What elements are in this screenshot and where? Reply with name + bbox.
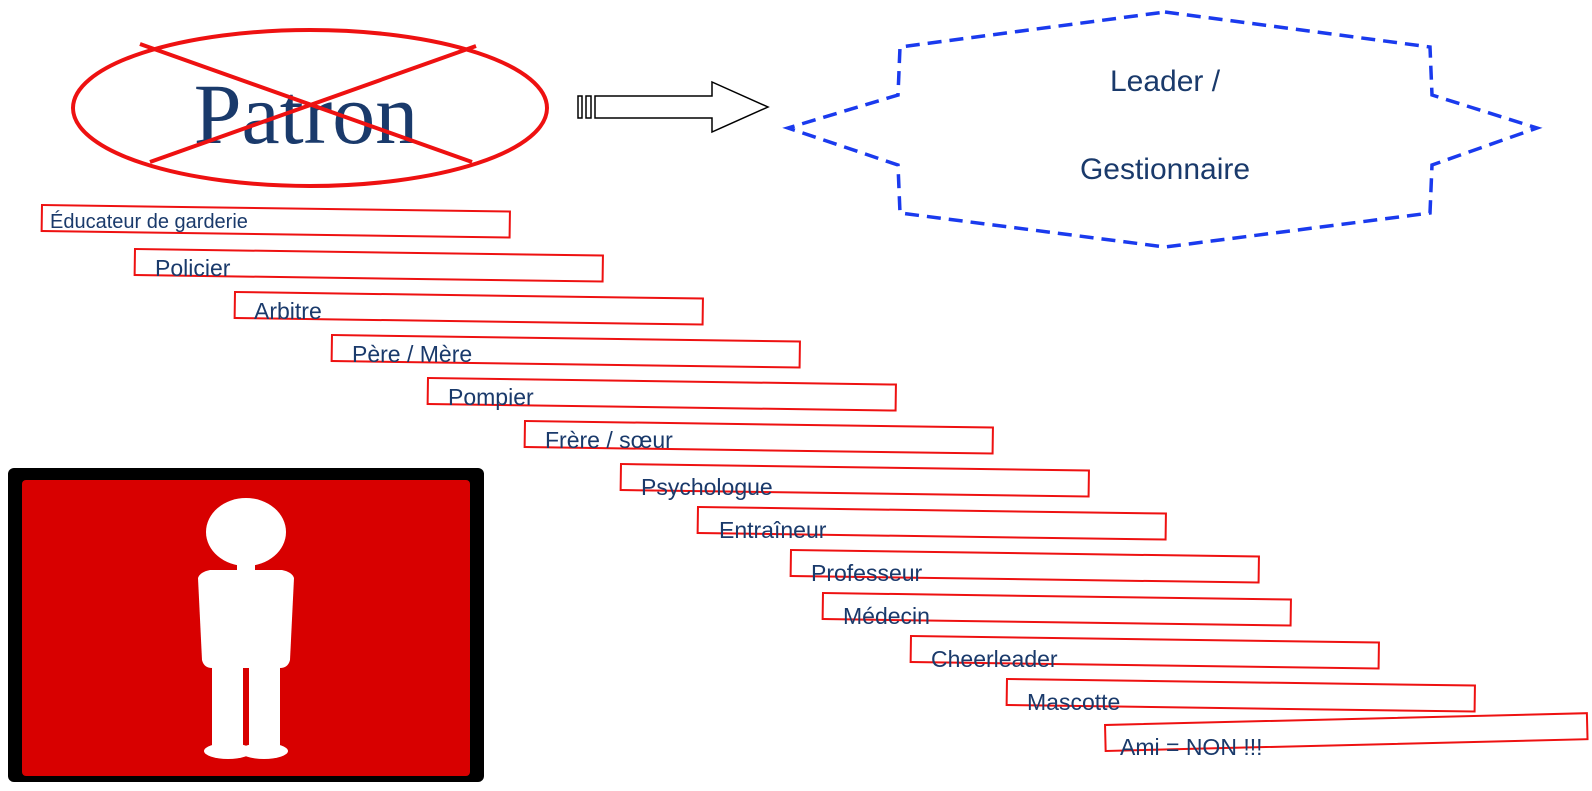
star-outline	[782, 10, 1543, 249]
role-label-professeur: Professeur	[811, 560, 923, 586]
role-label-psychologue: Psychologue	[641, 474, 773, 500]
role-label-cheerleader: Cheerleader	[931, 646, 1058, 672]
role-label-arbitre: Arbitre	[254, 298, 322, 324]
role-label-mascotte: Mascotte	[1027, 689, 1121, 715]
leader-star-shape: Leader / Gestionnaire	[782, 10, 1543, 249]
patron-label: Patron	[194, 66, 419, 162]
patron-ellipse	[71, 28, 549, 188]
role-label-entraineur: Entraîneur	[719, 517, 827, 543]
right-outline-arrow-icon	[577, 80, 770, 134]
cross-line-a	[139, 42, 473, 164]
role-label-ami: Ami = NON !!!	[1120, 734, 1263, 760]
role-label-frere-soeur: Frère / sœur	[545, 427, 673, 453]
sign-panel	[22, 480, 470, 776]
role-label-pere-mere: Père / Mère	[352, 341, 473, 367]
role-label-medecin: Médecin	[843, 603, 930, 629]
role-label-pompier: Pompier	[448, 384, 534, 410]
patron-crossed-ellipse: Patron	[71, 28, 549, 188]
star-line-1: Leader /	[1110, 65, 1221, 98]
star-line-2: Gestionnaire	[1080, 153, 1250, 186]
person-silhouette-icon	[198, 498, 294, 759]
cross-line-b	[149, 44, 477, 164]
role-label-policier: Policier	[155, 255, 231, 281]
sign-frame	[8, 468, 484, 782]
role-label-educateur: Éducateur de garderie	[50, 211, 248, 233]
